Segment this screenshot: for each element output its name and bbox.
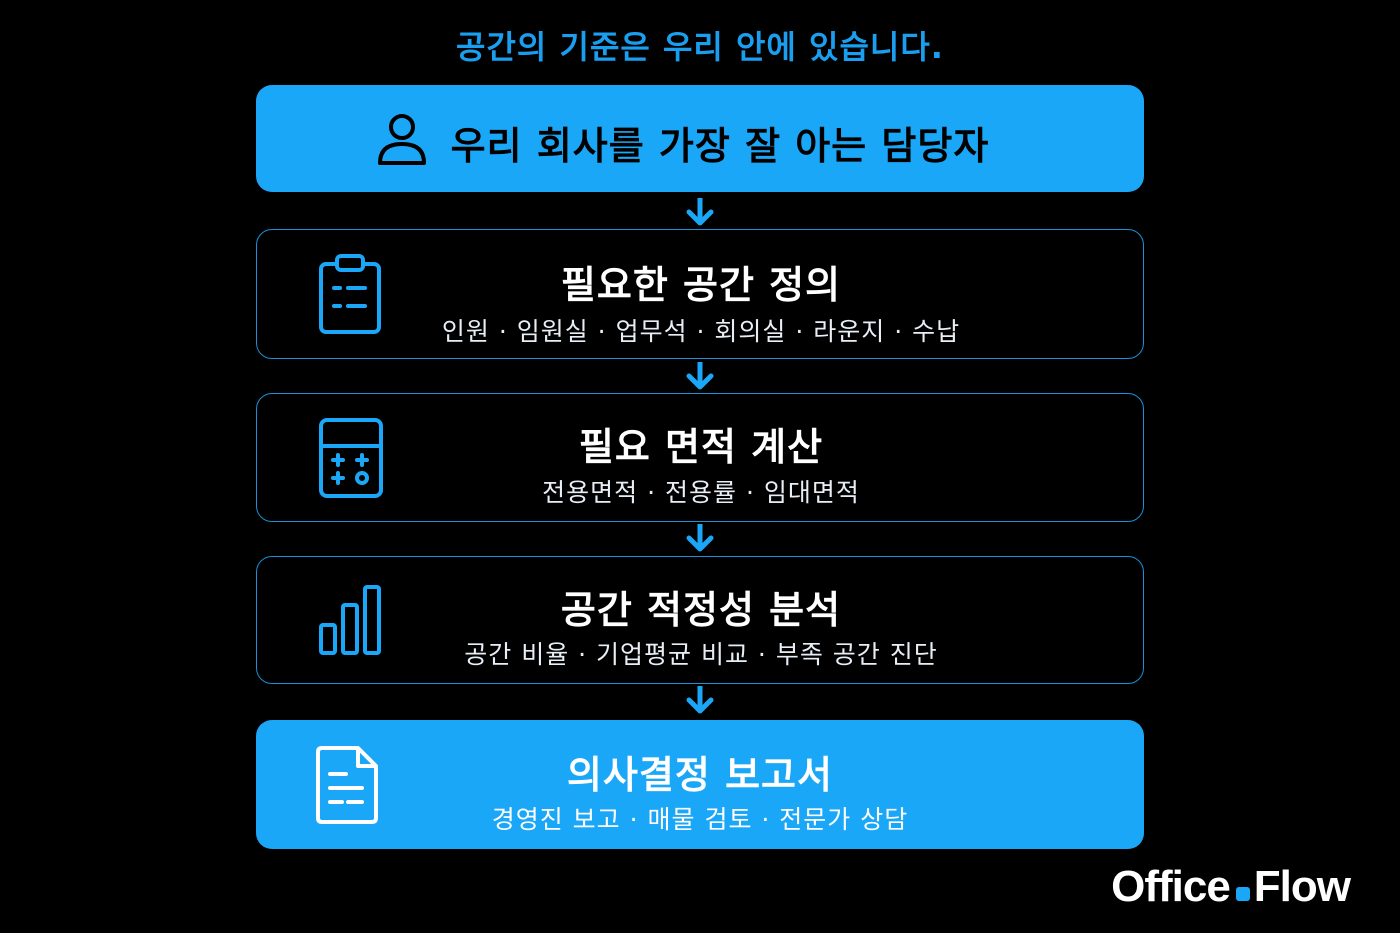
brand-left: Office — [1111, 862, 1231, 911]
arrow-down-icon — [686, 362, 714, 390]
step-3-subtitle: 전용면적 · 전용률 · 임대면적 — [542, 478, 860, 507]
step-4-box: 공간 적정성 분석 공간 비율 · 기업평균 비교 · 부족 공간 진단 — [256, 556, 1144, 684]
clipboard-icon — [319, 254, 381, 334]
step-2-subtitle: 인원 · 임원실 · 업무석 · 회의실 · 라운지 · 수납 — [441, 317, 961, 346]
person-icon — [378, 114, 426, 165]
arrow-down-icon — [686, 686, 714, 714]
step-4-title: 공간 적정성 분석 — [560, 588, 842, 632]
step-3-box: 필요 면적 계산 전용면적 · 전용률 · 임대면적 — [256, 393, 1144, 522]
document-icon — [316, 746, 378, 824]
step-2-title: 필요한 공간 정의 — [560, 263, 842, 307]
step-5-title: 의사결정 보고서 — [567, 753, 833, 797]
step-1-box: 우리 회사를 가장 잘 아는 담당자 — [256, 85, 1144, 192]
headline: 공간의 기준은 우리 안에 있습니다. — [456, 28, 944, 66]
brand-logo: Office Flow — [1111, 862, 1351, 912]
step-2-box: 필요한 공간 정의 인원 · 임원실 · 업무석 · 회의실 · 라운지 · 수… — [256, 229, 1144, 359]
step-4-subtitle: 공간 비율 · 기업평균 비교 · 부족 공간 진단 — [464, 640, 938, 669]
step-3-title: 필요 면적 계산 — [578, 425, 824, 469]
arrow-down-icon — [686, 524, 714, 552]
step-5-box: 의사결정 보고서 경영진 보고 · 매물 검토 · 전문가 상담 — [256, 720, 1144, 849]
bar-chart-icon — [319, 585, 381, 655]
arrow-down-icon — [686, 198, 714, 226]
calculator-icon — [319, 418, 383, 498]
brand-right: Flow — [1253, 862, 1351, 911]
step-5-subtitle: 경영진 보고 · 매물 검토 · 전문가 상담 — [491, 805, 909, 834]
brand-dot — [1235, 887, 1250, 901]
step-1-title: 우리 회사를 가장 잘 아는 담당자 — [450, 124, 990, 168]
